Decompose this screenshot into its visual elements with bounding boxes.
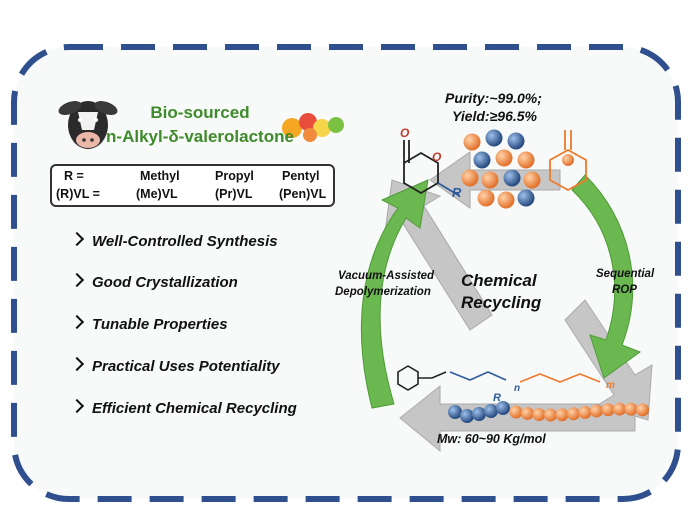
monomer-sphere <box>517 189 535 207</box>
carbonyl-oxygen-label: O <box>400 126 410 140</box>
r-table-cell: (Me)VL <box>136 187 178 201</box>
polymer-bead <box>496 401 510 415</box>
r-table-cell: (Pen)VL <box>279 187 327 201</box>
yield-label: Yield:≥96.5% <box>452 108 537 124</box>
polymer-bead <box>590 404 603 418</box>
monomer-sphere <box>523 171 541 189</box>
monomer-sphere <box>477 189 495 207</box>
feature-label: Practical Uses Potentiality <box>92 358 280 375</box>
ring-oxygen-label: O <box>432 150 442 164</box>
r-table-cell: Propyl <box>215 169 254 183</box>
polymer-bead <box>521 406 534 420</box>
monomer-sphere <box>463 133 481 151</box>
r-table-cell: Methyl <box>140 169 180 183</box>
r-table-cell: Pentyl <box>282 169 320 183</box>
r-table-cell: (R)VL = <box>56 187 100 201</box>
polymer-bead <box>472 407 486 421</box>
r-group-table: R = Methyl Propyl Pentyl (R)VL = (Me)VL … <box>50 164 335 207</box>
chevron-right-icon <box>69 356 85 372</box>
polymer-bead <box>544 408 557 422</box>
polymer-bead <box>460 409 474 423</box>
chevron-right-icon <box>69 272 85 288</box>
r-table-cell: (Pr)VL <box>215 187 253 201</box>
polymer-bead <box>624 402 638 416</box>
polymer-bead <box>555 408 569 422</box>
polymer-bead <box>613 402 626 416</box>
feature-item: Well-Controlled Synthesis <box>69 231 278 250</box>
chevron-right-icon <box>69 398 85 414</box>
left-arrow-label-line-1: Vacuum-Assisted <box>338 270 435 282</box>
feature-item: Good Crystallization <box>69 272 238 291</box>
green-arrows <box>360 174 642 409</box>
chevron-right-icon <box>69 231 85 247</box>
monomer-sphere <box>473 151 491 169</box>
purity-label: Purity:~99.0%; <box>445 90 542 106</box>
r-table-cell: R = <box>64 169 84 183</box>
feature-item: Efficient Chemical Recycling <box>69 398 297 417</box>
feature-label: Well-Controlled Synthesis <box>92 233 278 250</box>
feature-label: Tunable Properties <box>92 316 228 333</box>
monomer-sphere <box>495 149 513 167</box>
polymer-bead <box>578 405 592 419</box>
rvl-lactone-structure <box>403 140 459 196</box>
monomer-sphere <box>507 132 525 150</box>
cow-icon <box>58 101 118 149</box>
polymer-bead <box>567 407 580 421</box>
monomer-sphere <box>461 169 479 187</box>
left-arrow-label-line-2: Depolymerization <box>335 286 431 298</box>
monomer-sphere-cluster <box>461 129 541 209</box>
feature-label: Good Crystallization <box>92 274 238 291</box>
polymer-bead <box>636 403 649 417</box>
right-arrow-label-line-2: ROP <box>612 284 637 296</box>
polymer-bead <box>484 404 498 418</box>
fruit-icon <box>282 113 344 142</box>
polymer-structure <box>397 365 601 391</box>
polymer-bead <box>532 408 546 422</box>
title-line-1: Bio-sourced <box>150 103 250 122</box>
right-arrow-label-line-1: Sequential <box>596 268 655 280</box>
feature-item: Tunable Properties <box>69 314 228 333</box>
polymer-bead <box>448 405 462 419</box>
monomer-sphere <box>485 129 503 147</box>
feature-item: Practical Uses Potentiality <box>69 356 280 375</box>
n-subscript-label: n <box>514 383 521 394</box>
title-line-2: n-Alkyl-δ-valerolactone <box>106 127 294 146</box>
polymer-r-label: R <box>493 392 501 404</box>
monomer-sphere <box>497 191 515 209</box>
chevron-right-icon <box>69 314 85 330</box>
polymer-bead <box>509 405 523 419</box>
polymer-bead-chain <box>448 401 649 423</box>
center-label-line-1: Chemical <box>461 271 537 290</box>
r-group-label: R <box>452 185 462 200</box>
feature-label: Efficient Chemical Recycling <box>92 400 297 417</box>
m-subscript-label: m <box>606 380 615 391</box>
monomer-sphere <box>503 169 521 187</box>
monomer-sphere <box>481 171 499 189</box>
monomer-sphere <box>517 151 535 169</box>
orange-lactone-structure <box>549 130 587 192</box>
center-label-line-2: Recycling <box>461 293 542 312</box>
mw-label: Mw: 60~90 Kg/mol <box>437 432 546 446</box>
polymer-bead <box>601 403 615 417</box>
